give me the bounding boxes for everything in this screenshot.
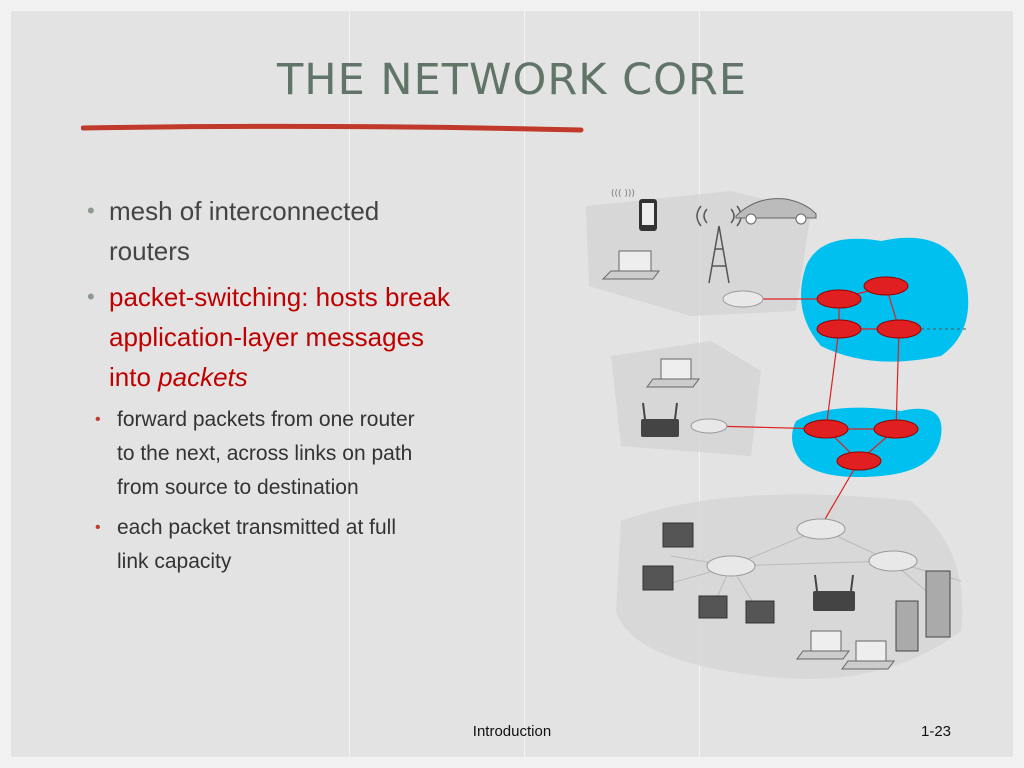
background-stripe (349, 11, 350, 757)
sub-bullet-item: • each packet transmitted at full link c… (57, 511, 543, 579)
wifi-access-point-icon (641, 402, 855, 611)
footer-label: Introduction (472, 723, 552, 740)
router-icon (690, 290, 918, 577)
laptop-icon (601, 250, 895, 670)
home-network-area (611, 341, 761, 456)
router-icon (803, 276, 922, 471)
background-stripe (524, 11, 525, 757)
slide: THE NETWORK CORE • mesh of interconnecte… (11, 11, 1013, 757)
bullet-item: • packet-switching: hosts break applicat… (83, 277, 543, 397)
bullet-item: • mesh of interconnected routers (83, 191, 543, 271)
svg-text:((( ))): ((( ))) (611, 189, 635, 199)
bullet-dot-icon: • (87, 284, 95, 309)
slide-number: 1-23 (921, 723, 952, 740)
enterprise-network-area (616, 494, 963, 679)
title-underline (81, 123, 584, 133)
desktop-computer-icon (642, 522, 775, 624)
smartphone-icon: ((( ))) (611, 189, 657, 231)
bullet-dot-icon: • (95, 411, 101, 428)
sub-bullet-item: • forward packets from one router to the… (57, 403, 543, 505)
network-diagram: ((( ))) (586, 189, 969, 679)
slide-title: THE NETWORK CORE (276, 55, 748, 105)
bullet-dot-icon: • (95, 519, 101, 536)
bullet-dot-icon: • (87, 198, 95, 223)
car-icon (735, 198, 817, 225)
bullet-list: • mesh of interconnected routers • packe… (83, 191, 543, 585)
server-icon (895, 570, 951, 652)
